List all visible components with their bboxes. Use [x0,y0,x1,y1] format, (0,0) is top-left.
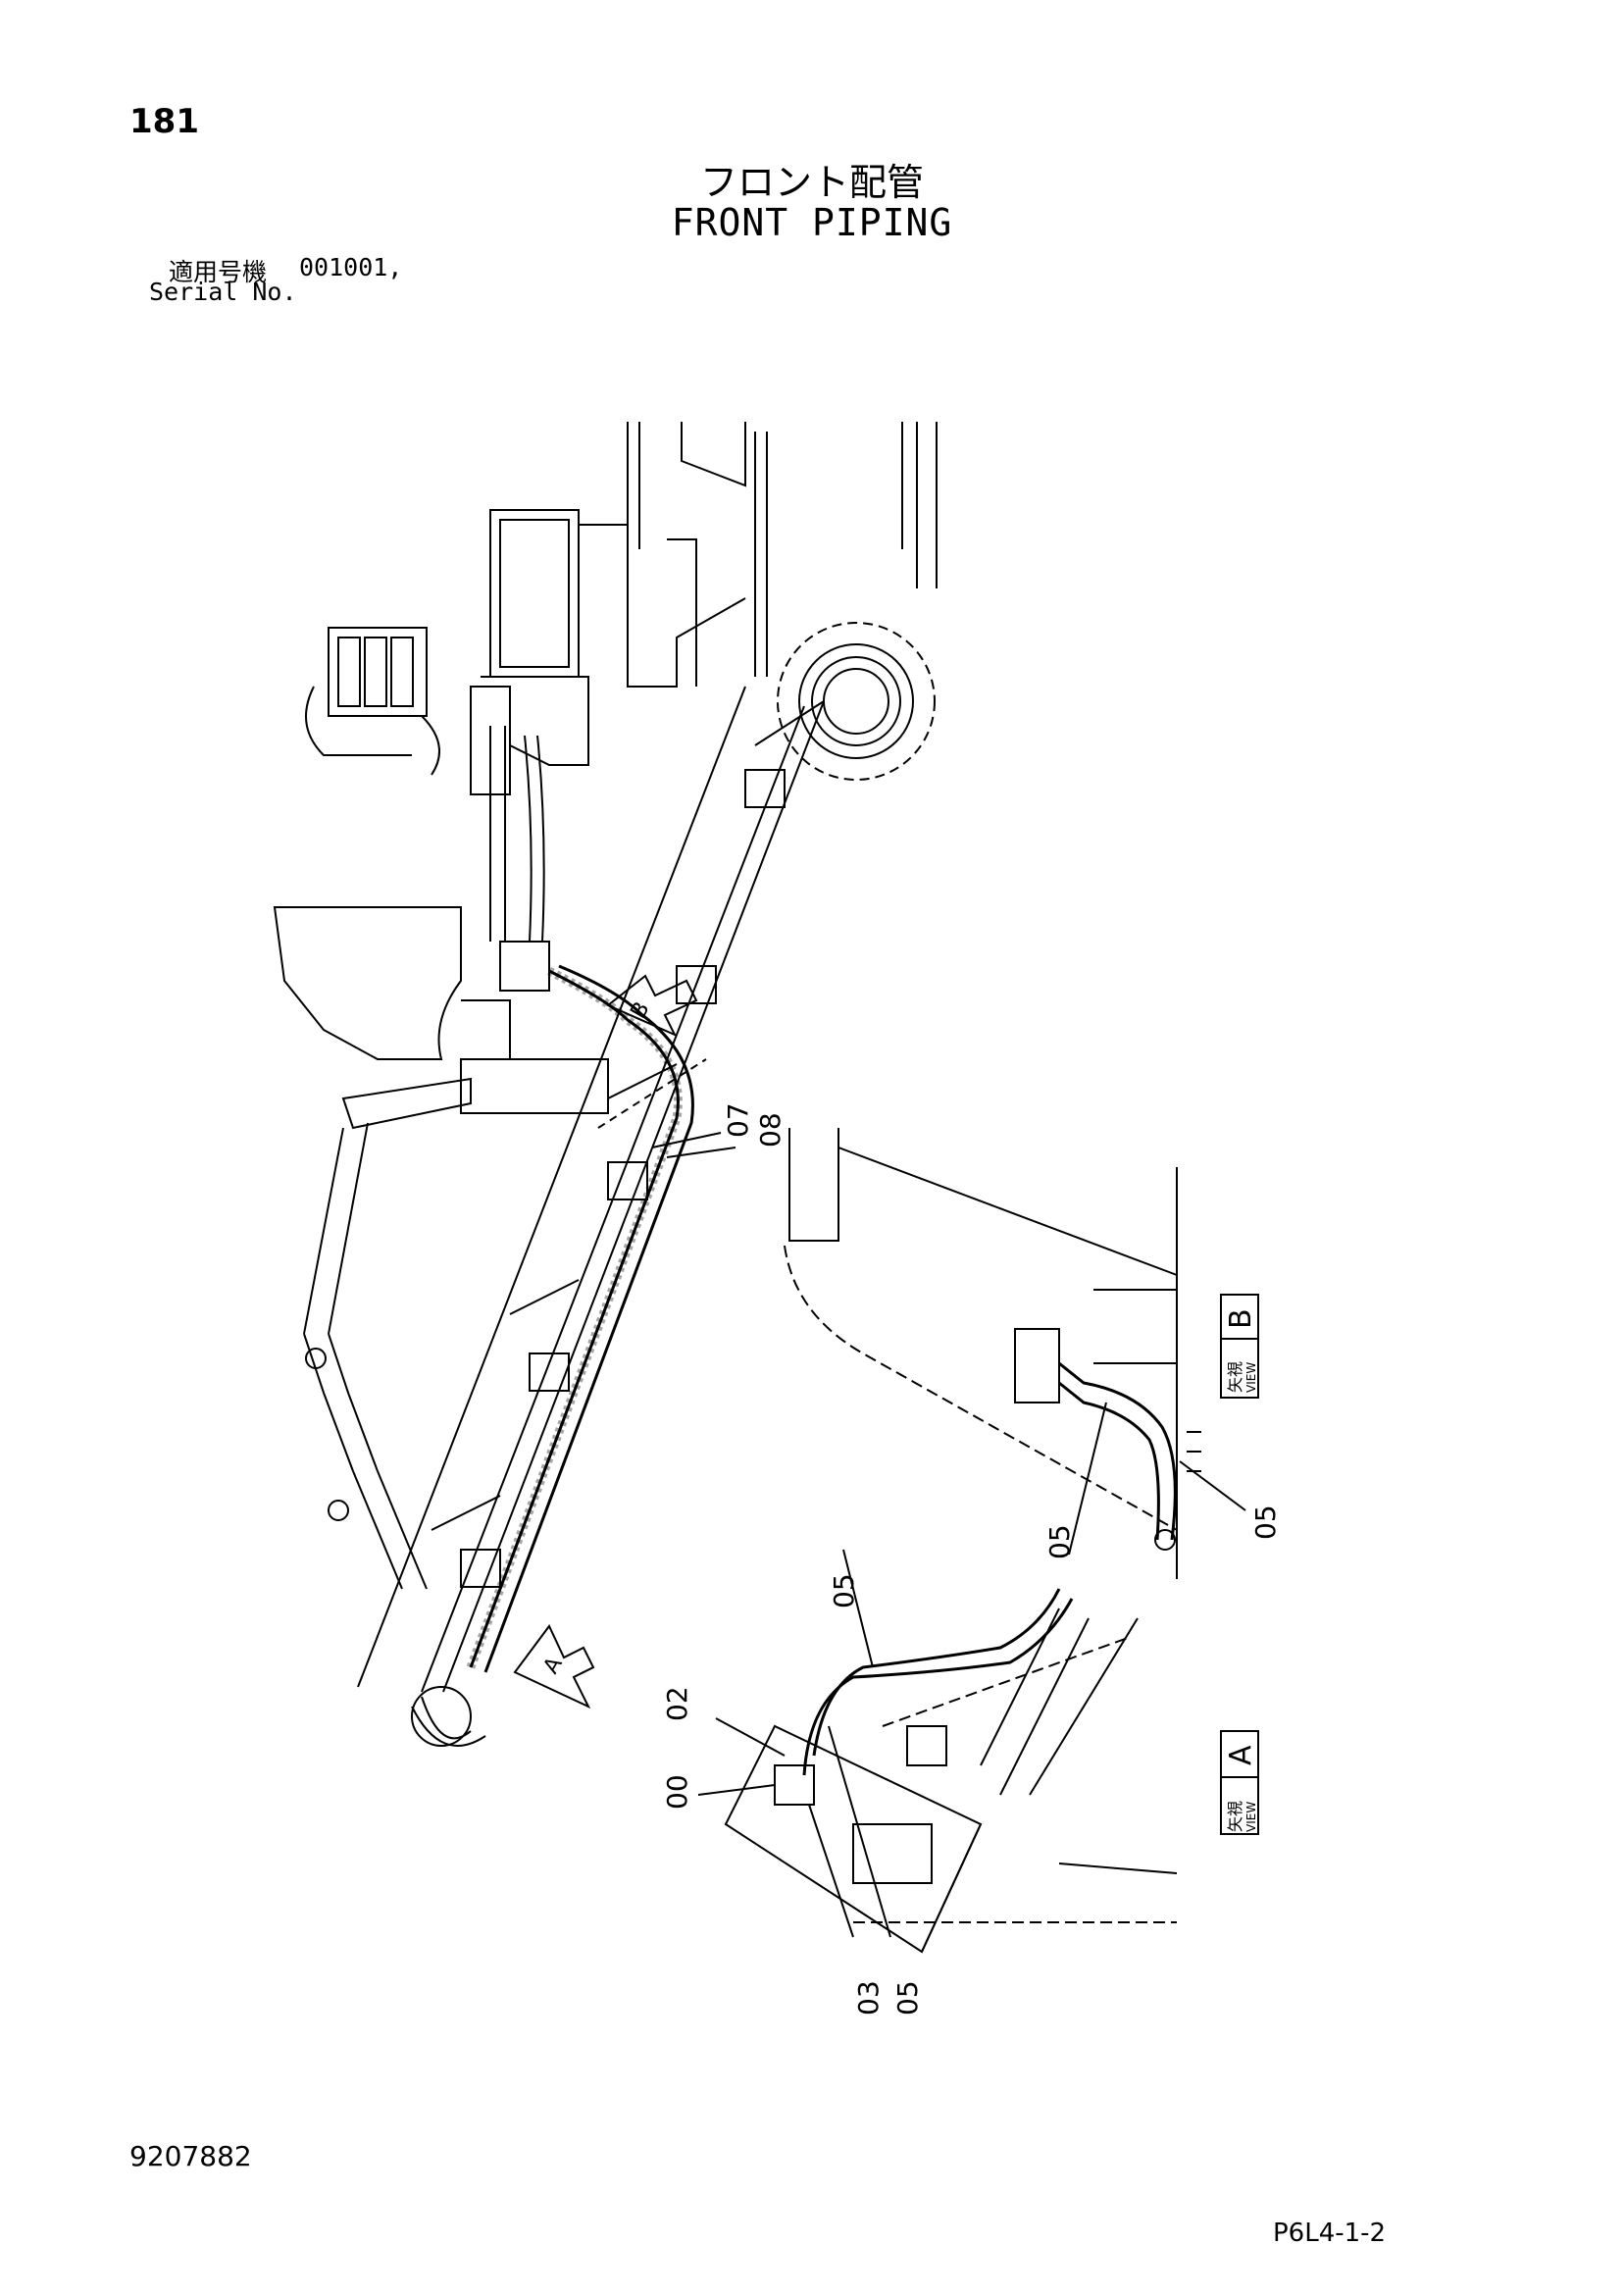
view-a-letter: A [1224,1745,1258,1765]
view-b-callout-05-right: 05 [1249,1505,1282,1540]
boom-arm [357,686,825,1693]
page-code: P6L4-1-2 [1273,2219,1387,2248]
view-a-callout-02: 02 [661,1686,693,1721]
view-a-callout-05-bottom: 05 [891,1980,924,2015]
boom-tip [411,1686,486,1747]
view-arrow-a [513,1624,595,1709]
control-valve [305,627,440,776]
callout-07: 07 [722,1102,754,1138]
page-number: 181 [129,102,199,141]
callout-08: 08 [754,1112,787,1148]
serial-label-english: Serial No. [149,278,297,306]
view-a-detail [697,1549,1259,1954]
drive-sprocket [777,622,936,781]
boom-hose-vertical [489,726,550,992]
view-b-letter: B [1224,1308,1258,1329]
title-english: FRONT PIPING [671,201,953,244]
view-arrow-b [606,974,698,1038]
view-a-word: VIEW [1244,1802,1258,1832]
view-a-callout-00: 00 [661,1774,693,1810]
serial-value: 001001, [299,253,403,281]
document-number: 9207882 [129,2140,252,2172]
serial-label-japanese: 適用号機 [169,258,268,286]
view-a-kanji: 矢視 [1226,1801,1244,1832]
boom-hose-arm [466,964,694,1673]
view-b-callout-05-left: 05 [1043,1524,1076,1559]
view-b-detail [784,1128,1259,1579]
title-japanese: フロント配管 [699,161,924,204]
callout-leaders-main [651,1132,736,1158]
view-b-word: VIEW [1244,1362,1258,1393]
view-a-callout-05-top: 05 [828,1573,860,1608]
body-outline [273,906,609,1114]
view-a-callout-03: 03 [852,1980,885,2015]
stick-cylinder [303,1077,472,1590]
upper-structure [470,422,938,795]
view-b-kanji: 矢視 [1226,1361,1244,1393]
